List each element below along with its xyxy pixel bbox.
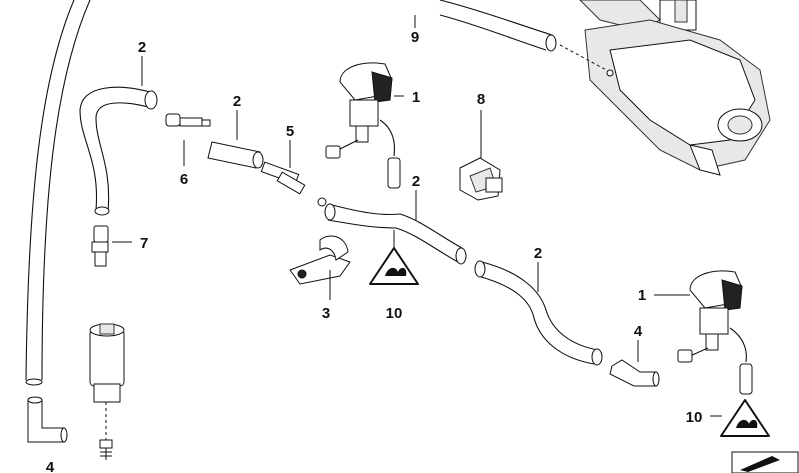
- hose-part-2-middle: [324, 203, 467, 265]
- washer-pump-motor: [89, 323, 125, 460]
- warning-label-part-10-lower: [720, 399, 770, 437]
- connector-part-6: [165, 113, 211, 127]
- callout-9: 9: [411, 29, 419, 46]
- leader-lines: [112, 15, 722, 417]
- elbow-part-4-right: [609, 359, 660, 387]
- callout-7: 7: [140, 235, 148, 252]
- connector-part-7: [91, 225, 109, 267]
- hose-part-2-left: [79, 86, 158, 216]
- nozzle-part-1-upper: [325, 62, 401, 189]
- callout-2-c: 2: [412, 173, 420, 190]
- holder-part-3: [289, 235, 351, 285]
- hose-part-2-right: [474, 260, 603, 366]
- callout-2-a: 2: [138, 39, 146, 56]
- arrow-box: [731, 451, 799, 473]
- callout-10-a: 10: [386, 305, 403, 322]
- hose-part-2-short: [207, 141, 264, 169]
- callout-4-a: 4: [46, 459, 55, 473]
- hose-part-9: [439, 0, 557, 52]
- callout-3: 3: [322, 305, 330, 322]
- warning-label-part-10-upper: [369, 247, 419, 285]
- callout-1-b: 1: [638, 287, 646, 304]
- callout-2-b: 2: [233, 93, 241, 110]
- callout-6: 6: [180, 171, 188, 188]
- clip-part-8: [459, 157, 503, 201]
- callout-4-b: 4: [634, 323, 643, 340]
- t-connector-part-5: [260, 161, 327, 207]
- long-hose-left: [25, 0, 91, 386]
- callout-8: 8: [477, 91, 485, 108]
- nozzle-part-1-lower: [677, 270, 753, 395]
- elbow-part-4-left: [27, 396, 68, 443]
- callout-2-d: 2: [534, 245, 542, 262]
- washer-pump-assembly: [559, 0, 771, 176]
- callout-10-b: 10: [686, 409, 703, 426]
- callout-5: 5: [286, 123, 294, 140]
- callout-1-a: 1: [412, 89, 420, 106]
